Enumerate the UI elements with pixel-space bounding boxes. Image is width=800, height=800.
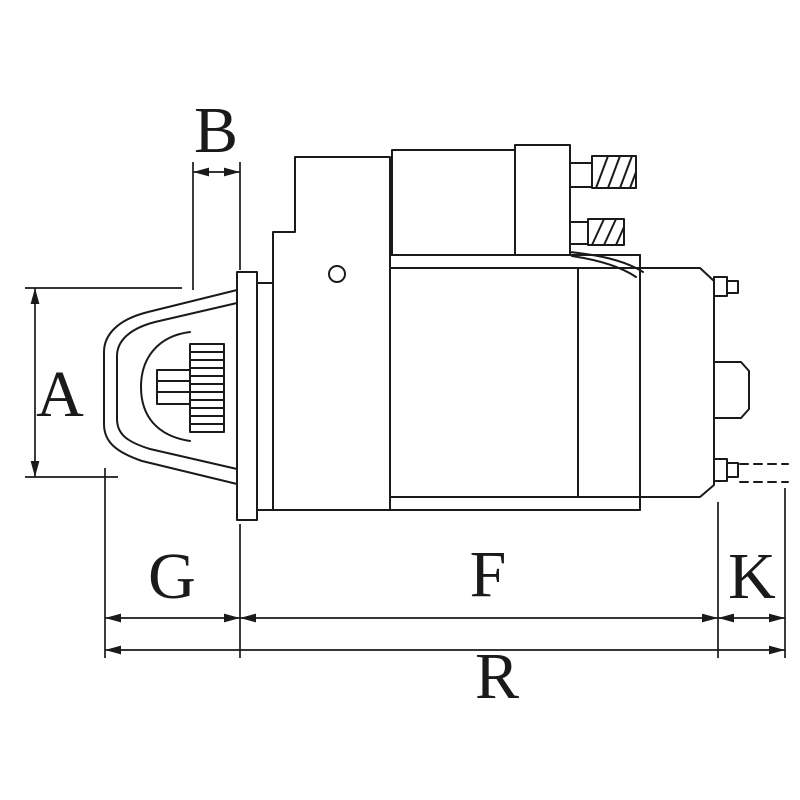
extension-lines-bottom — [104, 468, 786, 658]
motor-body — [272, 254, 641, 511]
terminal-stud-lower — [569, 218, 625, 246]
dimension-arrowheads — [30, 167, 785, 655]
mounting-flange — [236, 271, 274, 521]
terminal-stud-upper — [569, 155, 637, 189]
drive-end-bracket — [103, 289, 238, 485]
dimension-label-a: A — [36, 358, 84, 431]
dimension-b-lines — [192, 162, 241, 290]
dimension-label-f: F — [470, 538, 507, 611]
front-housing — [272, 156, 391, 511]
starter-motor-outline — [103, 144, 789, 521]
pinion-gear — [189, 343, 225, 433]
pinion-shaft — [156, 369, 191, 405]
dimension-label-k: K — [728, 540, 776, 613]
dimension-a-lines — [25, 287, 182, 478]
solenoid — [391, 144, 571, 256]
dimension-label-b: B — [194, 94, 238, 167]
dimension-lines — [25, 162, 786, 658]
dimension-labels: B A G F K R — [36, 94, 776, 713]
rear-end-cap — [639, 267, 789, 498]
dimension-label-g: G — [148, 540, 196, 613]
dimension-label-r: R — [475, 640, 519, 713]
